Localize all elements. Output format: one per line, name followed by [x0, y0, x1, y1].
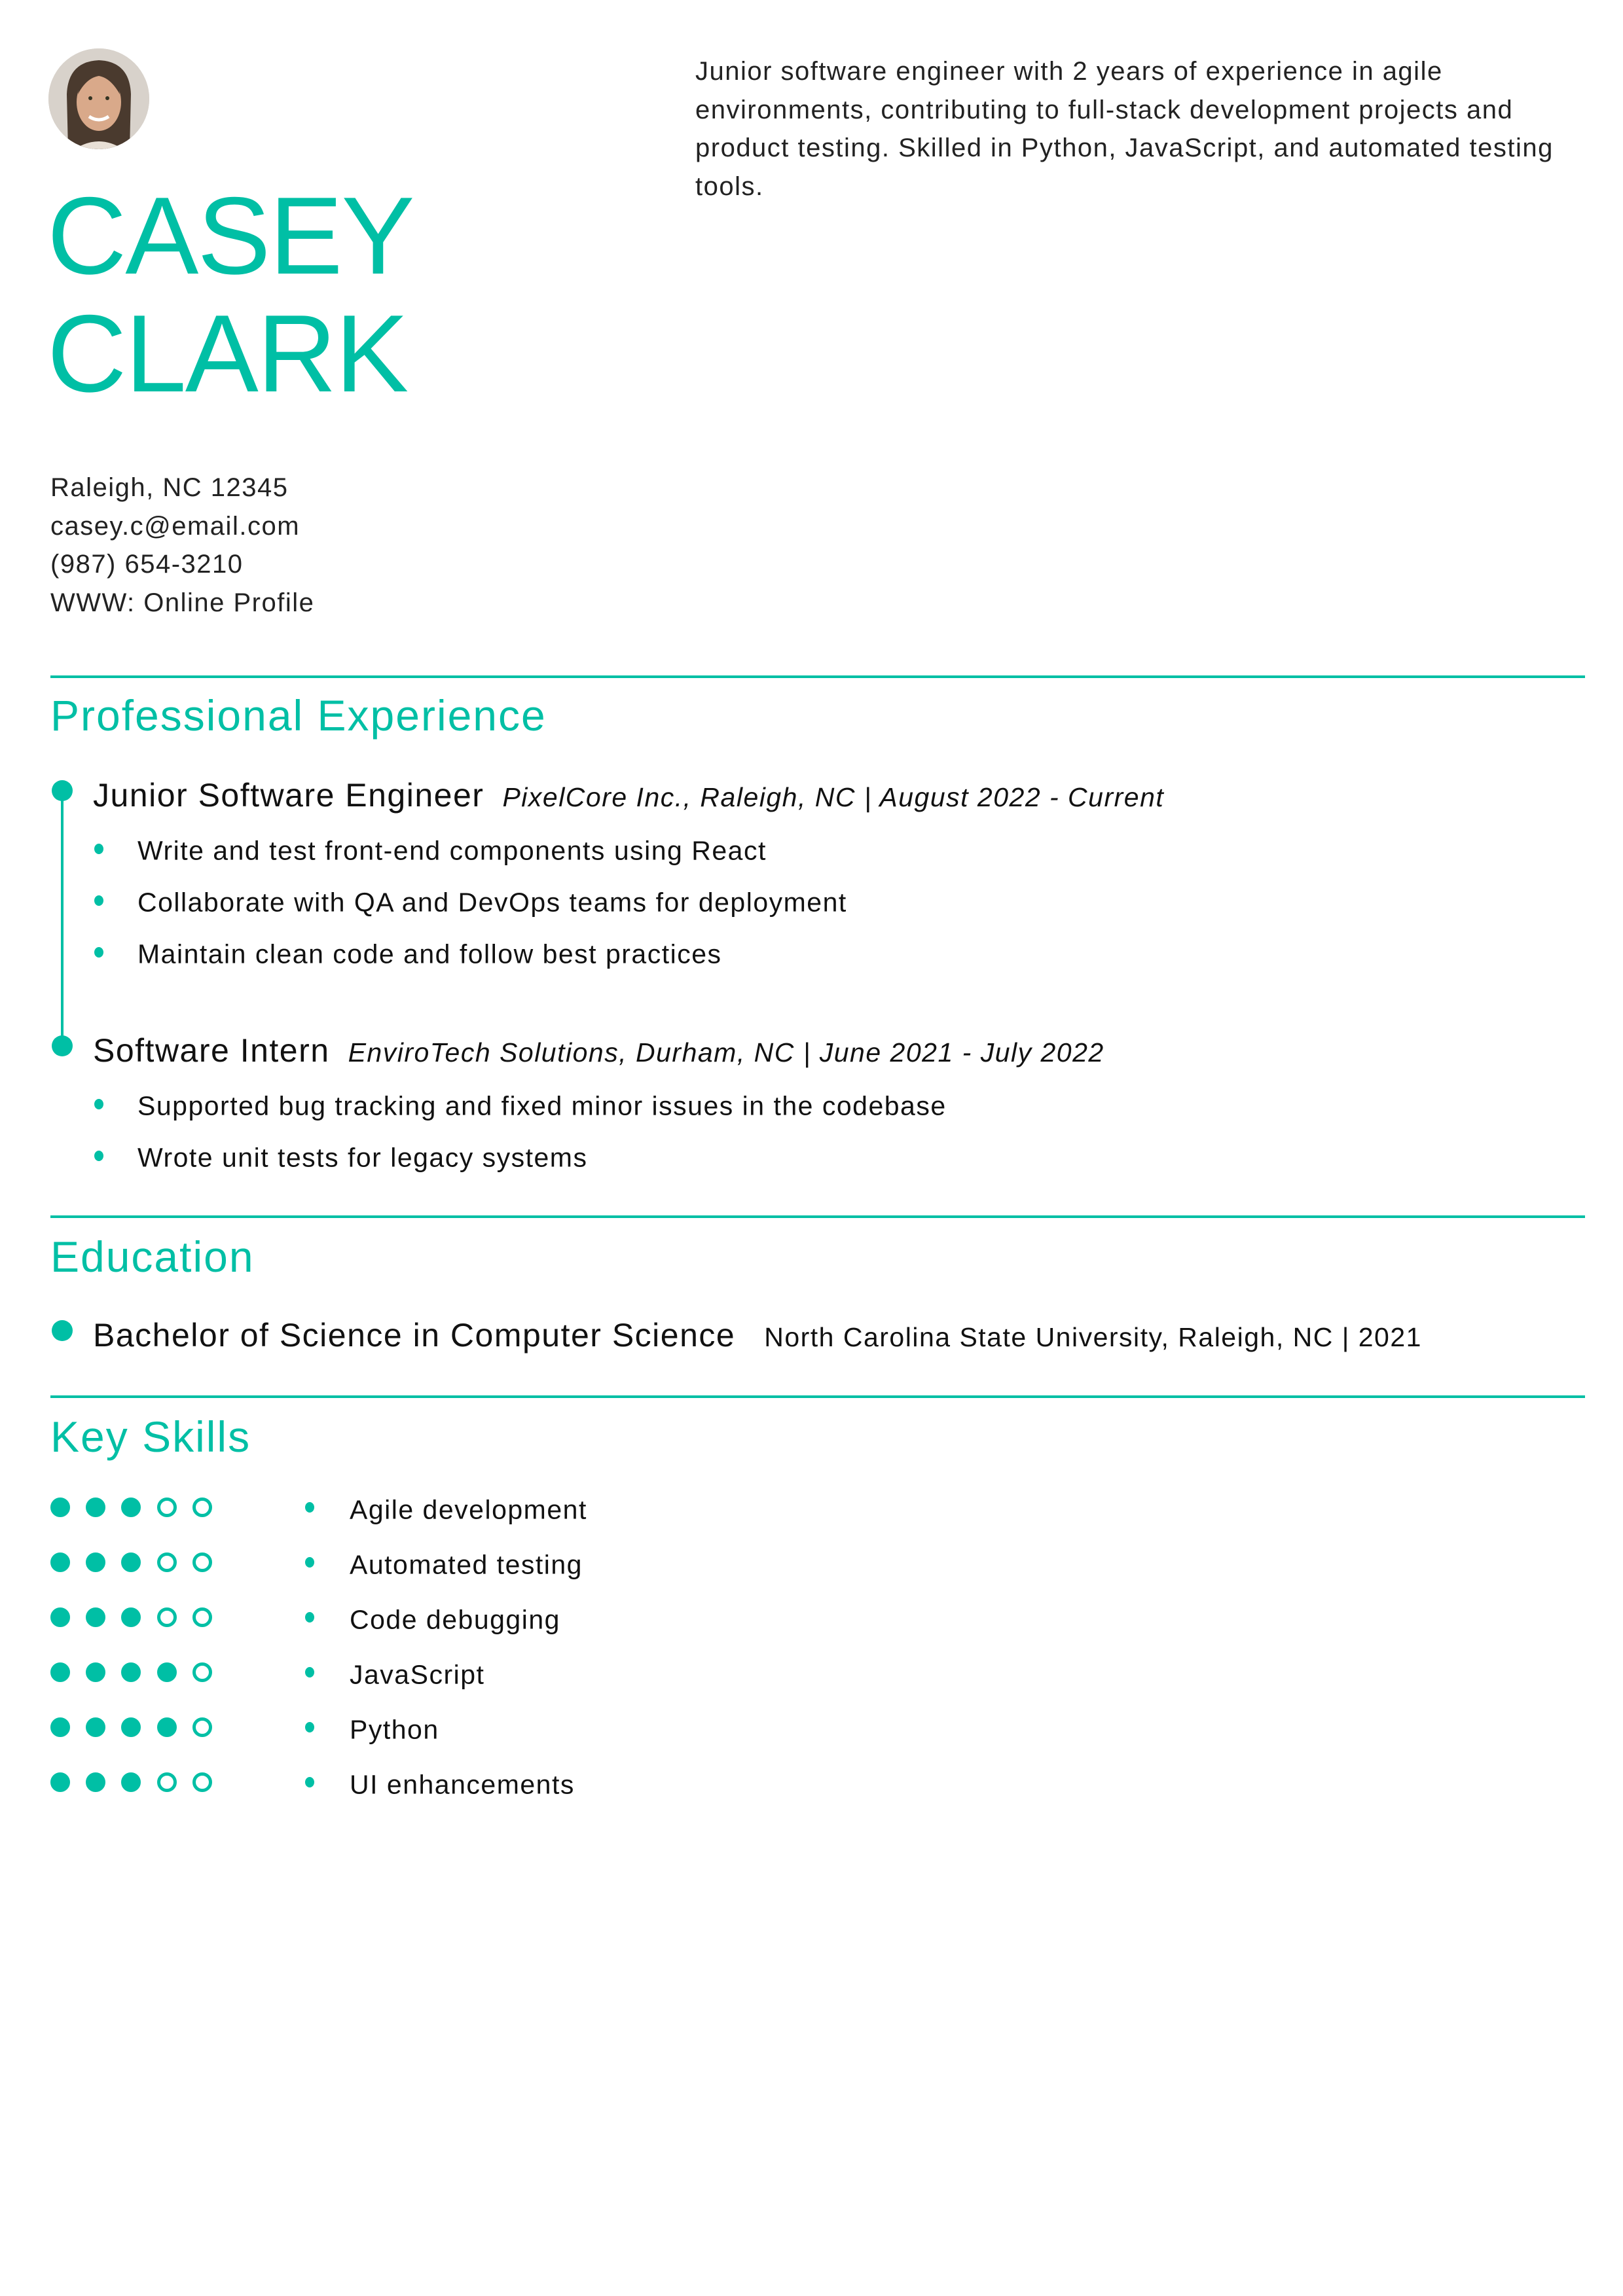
rating-dot-filled: [121, 1717, 141, 1737]
rating-dot-empty: [157, 1607, 177, 1627]
rating-dot-filled: [157, 1717, 177, 1737]
rating-dot-empty: [157, 1772, 177, 1792]
rating-dot-filled: [86, 1662, 105, 1682]
section-divider: [50, 1215, 1585, 1218]
skill-name: Code debugging: [350, 1604, 560, 1635]
rating-dot-filled: [86, 1552, 105, 1572]
rating-dot-empty: [192, 1498, 212, 1517]
timeline-dot: [52, 1035, 73, 1056]
rating-dot-filled: [157, 1662, 177, 1682]
rating-dot-filled: [50, 1607, 70, 1627]
job-bullet: Collaborate with QA and DevOps teams for…: [137, 887, 847, 918]
contact-info: Raleigh, NC 12345 casey.c@email.com (987…: [50, 469, 314, 622]
job-title: Junior Software Engineer: [93, 777, 484, 814]
contact-website[interactable]: WWW: Online Profile: [50, 588, 315, 617]
contact-address: Raleigh, NC 12345: [50, 473, 289, 502]
degree: Bachelor of Science in Computer Science: [93, 1317, 736, 1354]
rating-dot-empty: [157, 1552, 177, 1572]
bullet-icon: [94, 844, 103, 854]
skill-name: UI enhancements: [350, 1769, 575, 1800]
section-divider: [50, 675, 1585, 678]
last-name: CLARK: [47, 292, 409, 415]
bullet-icon: [305, 1557, 314, 1568]
job-entry: Software Intern EnviroTech Solutions, Dur…: [93, 1031, 1104, 1069]
job-bullet: Maintain clean code and follow best prac…: [137, 939, 722, 969]
rating-dot-empty: [192, 1662, 212, 1682]
bullet-icon: [305, 1612, 314, 1623]
rating-dot-filled: [50, 1552, 70, 1572]
job-meta: PixelCore Inc., Raleigh, NC | August 202…: [502, 782, 1165, 812]
job-title: Software Intern: [93, 1032, 330, 1069]
rating-dot-empty: [157, 1498, 177, 1517]
rating-dot-filled: [50, 1717, 70, 1737]
education-dot: [52, 1320, 73, 1341]
section-divider: [50, 1395, 1585, 1398]
rating-dot-filled: [50, 1772, 70, 1792]
skills-heading: Key Skills: [50, 1412, 251, 1461]
rating-dot-filled: [121, 1772, 141, 1792]
bullet-icon: [305, 1667, 314, 1677]
profile-summary: Junior software engineer with 2 years of…: [695, 57, 1554, 201]
job-entry: Junior Software Engineer PixelCore Inc., …: [93, 776, 1164, 814]
bullet-icon: [305, 1722, 314, 1732]
timeline-dot: [52, 780, 73, 801]
timeline-line: [61, 792, 64, 1049]
candidate-name: CASEY CLARK: [47, 174, 415, 415]
rating-dot-filled: [121, 1552, 141, 1572]
job-bullet: Wrote unit tests for legacy systems: [137, 1142, 588, 1173]
education-entry: Bachelor of Science in Computer Science N…: [93, 1316, 1422, 1354]
education-heading: Education: [50, 1232, 255, 1281]
bullet-icon: [94, 947, 103, 958]
bullet-icon: [94, 895, 103, 906]
rating-dot-filled: [86, 1717, 105, 1737]
rating-dot-filled: [86, 1498, 105, 1517]
job-bullet: Supported bug tracking and fixed minor i…: [137, 1090, 947, 1121]
rating-dot-empty: [192, 1717, 212, 1737]
job-meta: EnviroTech Solutions, Durham, NC | June …: [348, 1037, 1104, 1067]
bullet-icon: [94, 1099, 103, 1109]
first-name: CASEY: [47, 174, 415, 297]
rating-dot-filled: [50, 1662, 70, 1682]
rating-dot-filled: [86, 1607, 105, 1627]
rating-dot-empty: [192, 1607, 212, 1627]
rating-dot-filled: [121, 1607, 141, 1627]
rating-dot-filled: [121, 1662, 141, 1682]
experience-heading: Professional Experience: [50, 691, 547, 740]
rating-dot-filled: [50, 1498, 70, 1517]
skill-name: JavaScript: [350, 1659, 485, 1690]
job-bullet: Write and test front-end components usin…: [137, 835, 767, 866]
rating-dot-empty: [192, 1552, 212, 1572]
rating-dot-empty: [192, 1772, 212, 1792]
school: North Carolina State University, Raleigh…: [764, 1322, 1422, 1352]
skill-name: Agile development: [350, 1494, 587, 1525]
avatar-icon: [48, 48, 149, 149]
profile-photo: [48, 48, 149, 149]
contact-phone: (987) 654-3210: [50, 550, 244, 579]
skill-name: Python: [350, 1714, 439, 1745]
skill-name: Automated testing: [350, 1549, 583, 1580]
contact-email[interactable]: casey.c@email.com: [50, 511, 301, 541]
bullet-icon: [305, 1502, 314, 1513]
rating-dot-filled: [86, 1772, 105, 1792]
bullet-icon: [305, 1777, 314, 1787]
rating-dot-filled: [121, 1498, 141, 1517]
bullet-icon: [94, 1151, 103, 1161]
